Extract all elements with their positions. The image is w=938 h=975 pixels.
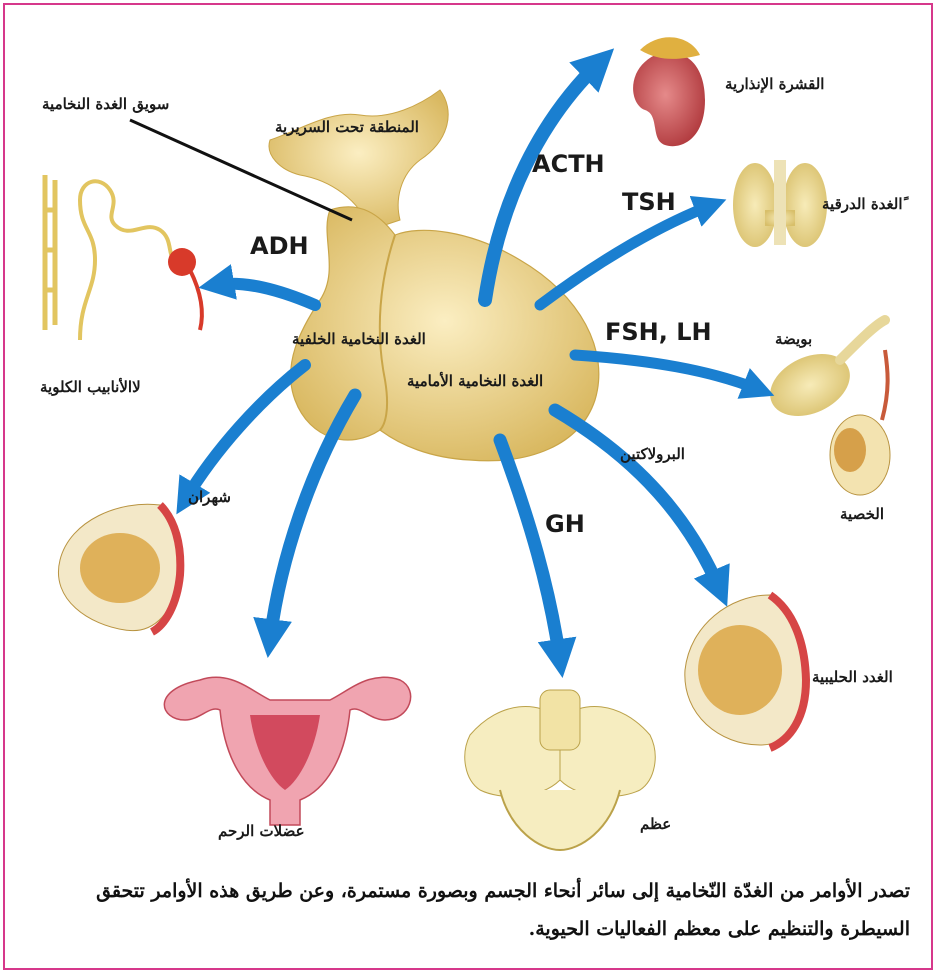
hormone-fsh-lh: FSH, LH (605, 318, 712, 346)
label-uterus-muscles: عضلات الرحم (218, 822, 305, 840)
arrow-breasts (185, 365, 305, 500)
label-adrenal-cortex: القشرة الإنذارية (725, 75, 824, 93)
breast-left-shape (58, 504, 180, 632)
breast-right-shape (685, 595, 808, 748)
hormone-acth: ACTH (532, 150, 605, 178)
pelvis-shape (465, 690, 655, 850)
kidney-tubule-shape (45, 175, 202, 340)
uterus-shape (164, 677, 410, 825)
arrow-tsh (540, 205, 712, 305)
hormone-gh: GH (545, 510, 585, 538)
label-ovary: بويضة (775, 330, 812, 348)
label-posterior-pituitary: الغدة النخامية الخلفية (292, 330, 426, 348)
label-pituitary-stalk: سويق الغدة النخامية (42, 95, 169, 113)
label-testis: الخصية (840, 505, 884, 523)
hormone-tsh: TSH (622, 188, 676, 216)
label-hypothalamus: المنطقة تحت السريرية (275, 118, 419, 136)
label-thyroid: ًالغدة الدرقية (822, 195, 903, 213)
hormone-adh: ADH (250, 232, 309, 260)
label-anterior-pituitary: الغدة النخامية الأمامية (407, 372, 543, 390)
arrow-fsh-lh (575, 355, 760, 390)
label-mammary-glands: الغدد الحليبية (812, 668, 893, 686)
label-breasts: شهران (188, 488, 231, 506)
thyroid-shape (733, 160, 827, 247)
label-prolactin: البرولاكتين (620, 445, 685, 463)
arrow-gh (500, 440, 560, 660)
arrow-prolactin (555, 410, 720, 590)
kidney-shape (633, 37, 705, 146)
arrow-adh (215, 284, 315, 305)
figure-caption: تصدر الأوامر من الغدّة النّخامية إلى سائ… (30, 872, 910, 948)
label-bone: عظم (640, 815, 671, 833)
label-kidney-tubules: لاالأنابيب الكلوية (40, 378, 141, 396)
